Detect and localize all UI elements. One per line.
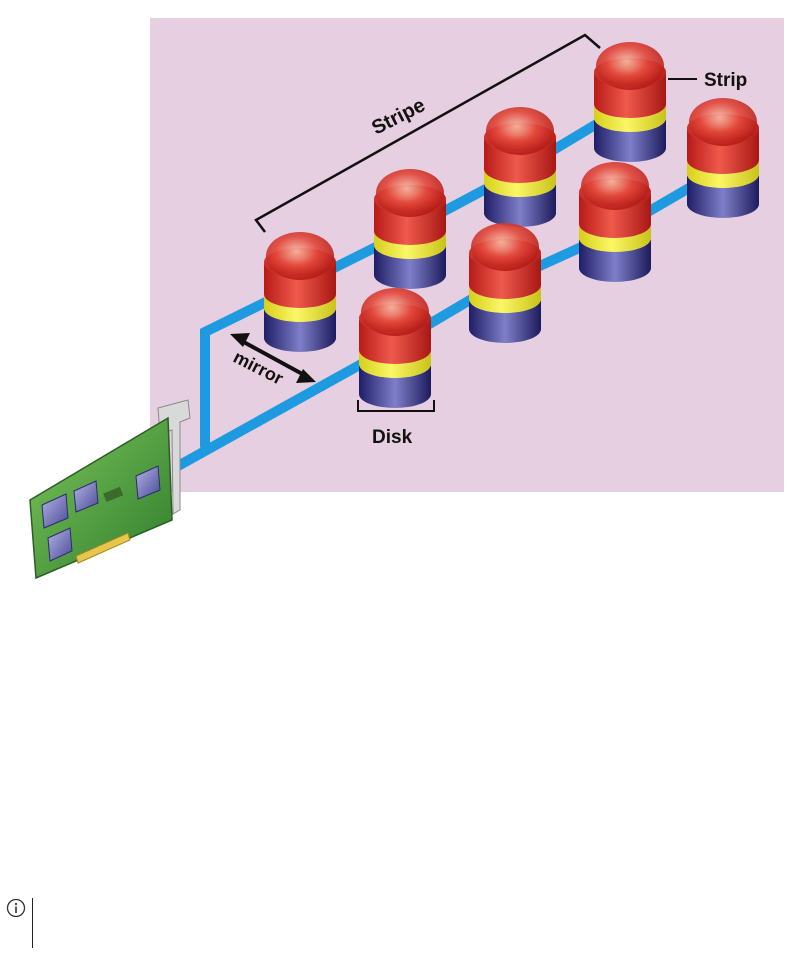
note-row <box>6 898 206 954</box>
disk-dome <box>266 232 334 280</box>
diagram-background <box>150 18 784 492</box>
info-icon <box>6 898 26 918</box>
disk-icon <box>374 169 446 289</box>
raid-controller-card-icon <box>30 400 190 578</box>
disk-label: Disk <box>372 427 413 448</box>
disk-dome <box>596 42 664 90</box>
disk-icon <box>484 107 556 227</box>
disk-dome <box>361 288 429 336</box>
disk-icon <box>359 288 431 408</box>
disk-dome <box>471 223 539 271</box>
disk-icon <box>687 98 759 218</box>
disk-dome <box>376 169 444 217</box>
disk-icon <box>469 223 541 343</box>
disk-dome <box>486 107 554 155</box>
note-divider <box>32 898 33 948</box>
disk-icon <box>579 162 651 282</box>
disk-icon <box>264 232 336 352</box>
disk-icon <box>594 42 666 162</box>
raid-10-diagram: Stripe mirror Strip Disk <box>0 0 794 600</box>
disk-dome <box>689 98 757 146</box>
strip-label: Strip <box>704 70 747 91</box>
disk-dome <box>581 162 649 210</box>
